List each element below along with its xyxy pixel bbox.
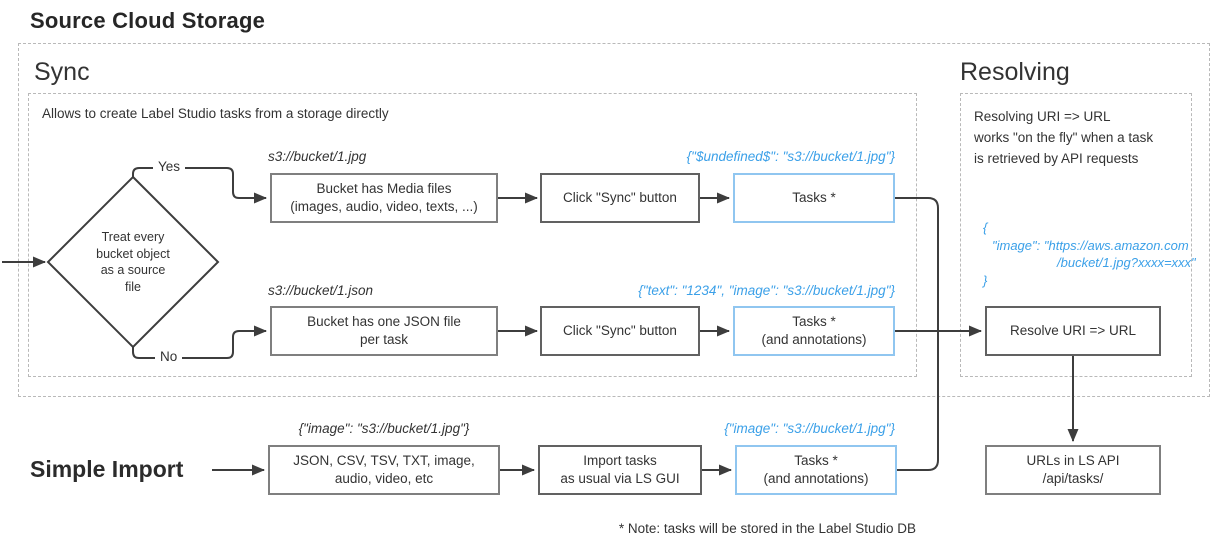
sync-panel <box>28 93 917 377</box>
urls-in-ls-api-box: URLs in LS API /api/tasks/ <box>985 445 1161 495</box>
resolving-heading: Resolving <box>960 58 1070 86</box>
bucket-media-files-box: Bucket has Media files (images, audio, v… <box>270 173 498 223</box>
resolving-description: Resolving URI => URL works "on the fly" … <box>974 109 1154 166</box>
tasks-box-media: Tasks * <box>733 173 895 223</box>
decision-diamond-label: Treat every bucket object as a source fi… <box>96 230 170 294</box>
bucket-json-file-box: Bucket has one JSON file per task <box>270 306 498 356</box>
click-sync-button-box-2: Click "Sync" button <box>540 306 700 356</box>
resolving-panel <box>960 93 1192 377</box>
sync-description: Allows to create Label Studio tasks from… <box>42 106 389 121</box>
yes-branch-wire <box>132 167 267 204</box>
media-uri-label: s3://bucket/1.jpg <box>268 149 367 164</box>
import-tasks-box: Import tasks as usual via LS GUI <box>538 445 702 495</box>
simple-import-heading: Simple Import <box>30 456 184 482</box>
no-branch-label: No <box>155 349 183 364</box>
import-formats-box: JSON, CSV, TSV, TXT, image, audio, video… <box>268 445 500 495</box>
sync-heading: Sync <box>34 58 90 86</box>
json-task-json-label: {"text": "1234", "image": "s3://bucket/1… <box>638 283 895 298</box>
json-uri-label: s3://bucket/1.json <box>268 283 374 298</box>
click-sync-button-box-1: Click "Sync" button <box>540 173 700 223</box>
yes-branch-label: Yes <box>153 159 186 174</box>
decision-diamond <box>46 175 220 349</box>
tasks-box-json: Tasks * (and annotations) <box>733 306 895 356</box>
no-branch-wire <box>132 325 267 359</box>
tasks1-merge-wire <box>895 197 939 331</box>
page-title: Source Cloud Storage <box>30 8 266 33</box>
json-line-open: { <box>983 220 988 235</box>
source-cloud-storage-panel <box>18 43 1210 397</box>
resolve-uri-box: Resolve URI => URL <box>985 306 1161 356</box>
media-task-json-label: {"$undefined$": "s3://bucket/1.jpg"} <box>686 149 895 164</box>
tasks-box-import: Tasks * (and annotations) <box>735 445 897 495</box>
resolved-url-json-preview: { "image": "https://aws.amazon.com /buck… <box>983 219 1196 289</box>
import-input-json-label: {"image": "s3://bucket/1.jpg"} <box>298 421 470 436</box>
import-task-json-label: {"image": "s3://bucket/1.jpg"} <box>724 421 895 436</box>
json-line-url: /bucket/1.jpg?xxxx=xxx" <box>1057 255 1196 270</box>
footnote: * Note: tasks will be stored in the Labe… <box>618 521 917 536</box>
tasks3-merge-wire <box>897 331 939 471</box>
json-line-close: } <box>983 272 988 288</box>
json-line-image: "image": "https://aws.amazon.com <box>992 237 1189 253</box>
